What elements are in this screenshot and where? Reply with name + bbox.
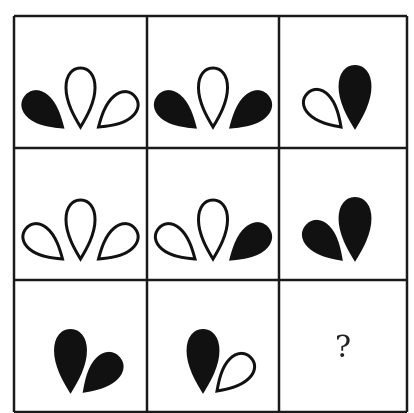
cell-r2-c3 xyxy=(298,199,370,269)
petal-left-black xyxy=(17,86,71,137)
petal-top-white xyxy=(198,68,227,127)
petal-left-white xyxy=(17,218,71,269)
cell-r1-c3 xyxy=(298,67,370,137)
cell-r1-c2 xyxy=(150,68,276,137)
cell-r3-c1 xyxy=(56,331,128,401)
cell-r3-c3: ? xyxy=(335,330,351,365)
petal-right-white xyxy=(90,86,144,137)
cell-r3-c2 xyxy=(188,331,260,401)
petal-top-black xyxy=(56,331,86,391)
petal-right-black xyxy=(222,86,276,137)
petal-top-black xyxy=(340,67,370,127)
question-mark: ? xyxy=(335,330,351,365)
petal-right-black xyxy=(222,218,276,269)
petal-right-white xyxy=(90,218,144,269)
petal-left-white xyxy=(150,218,204,269)
petal-top-black xyxy=(340,199,370,259)
cell-r2-c2 xyxy=(150,200,276,269)
petal-top-black xyxy=(188,331,218,391)
petal-top-white xyxy=(66,200,95,259)
cell-r2-c1 xyxy=(17,200,143,269)
cell-r1-c1 xyxy=(17,68,143,137)
petal-left-black xyxy=(150,86,204,137)
petal-top-white xyxy=(66,68,95,127)
petal-top-white xyxy=(198,200,227,259)
